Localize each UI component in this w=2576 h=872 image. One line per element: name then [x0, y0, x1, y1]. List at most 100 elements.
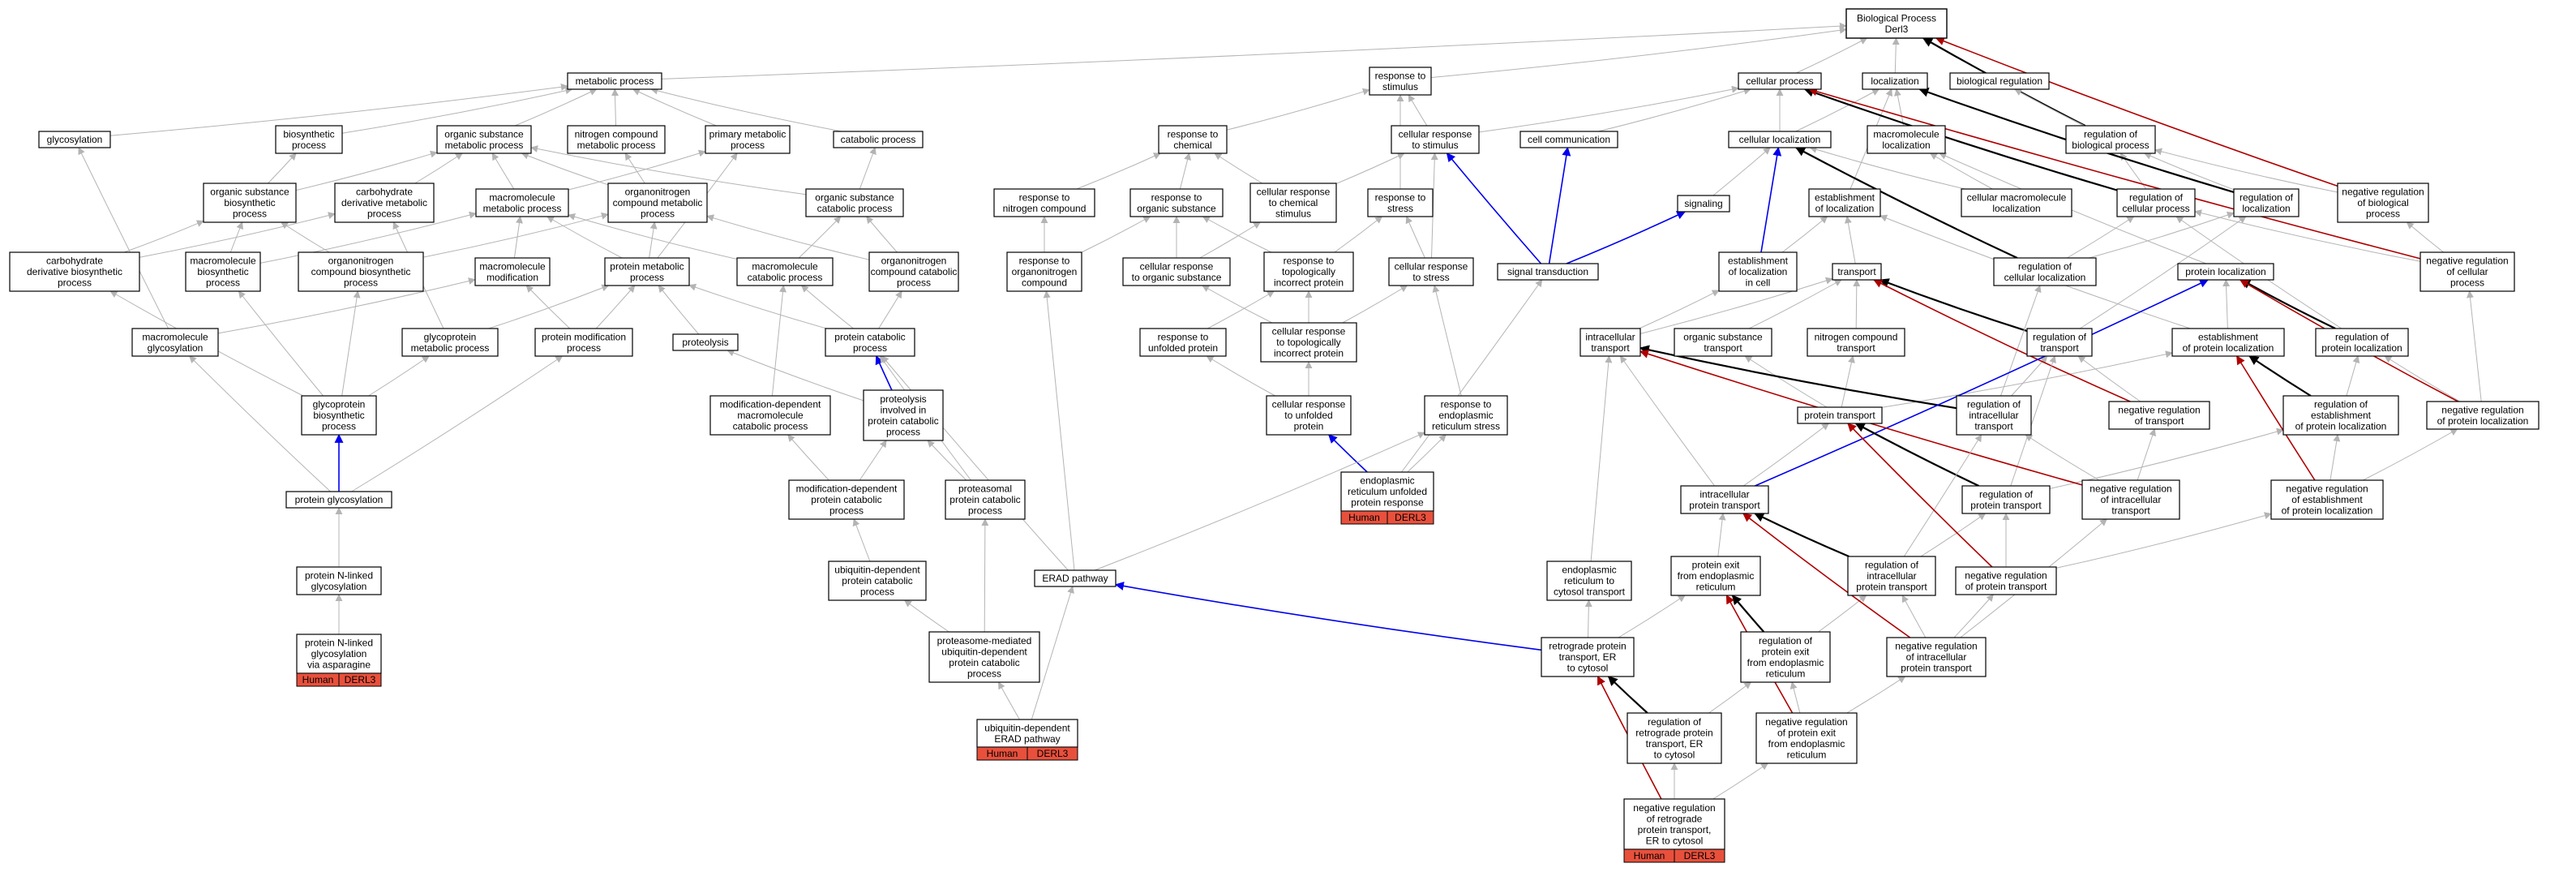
go-term-proteolysis[interactable]: proteolysis	[672, 333, 739, 351]
go-term-signaling[interactable]: signaling	[1677, 195, 1730, 213]
go-term-prot-trans[interactable]: protein transport	[1797, 406, 1883, 424]
go-term-prot-glyc[interactable]: protein glycosylation	[285, 491, 392, 509]
edge-is-a-biosynthetic-to-metabolic	[341, 87, 573, 134]
go-term-mod-dep-macro-cat[interactable]: modification-dependentmacromoleculecatab…	[709, 395, 831, 436]
go-term-cell-loc[interactable]: cellular localization	[1728, 131, 1832, 148]
term-label-line: cellular response	[1140, 260, 1214, 272]
go-term-cell-comm[interactable]: cell communication	[1519, 131, 1618, 148]
go-term-glycosylation[interactable]: glycosylation	[38, 131, 111, 148]
go-term-localization[interactable]: localization	[1862, 72, 1928, 90]
go-term-cellular-proc[interactable]: cellular process	[1738, 72, 1822, 90]
go-term-sig-trans[interactable]: signal transduction	[1497, 263, 1599, 281]
term-label-line: of protein localization	[2183, 342, 2274, 354]
go-term-prot-med-ub[interactable]: proteasome-mediatedubiquitin-dependentpr…	[928, 631, 1040, 683]
go-term-transport[interactable]: transport	[1832, 263, 1882, 281]
go-term-catabolic[interactable]: catabolic process	[833, 131, 924, 148]
go-term-bio-reg[interactable]: biological regulation	[1949, 72, 2050, 90]
go-term-erad[interactable]: ERAD pathway	[1034, 569, 1117, 587]
go-term-metabolic[interactable]: metabolic process	[567, 72, 662, 90]
go-term-prot-loc[interactable]: protein localization	[2177, 263, 2274, 281]
